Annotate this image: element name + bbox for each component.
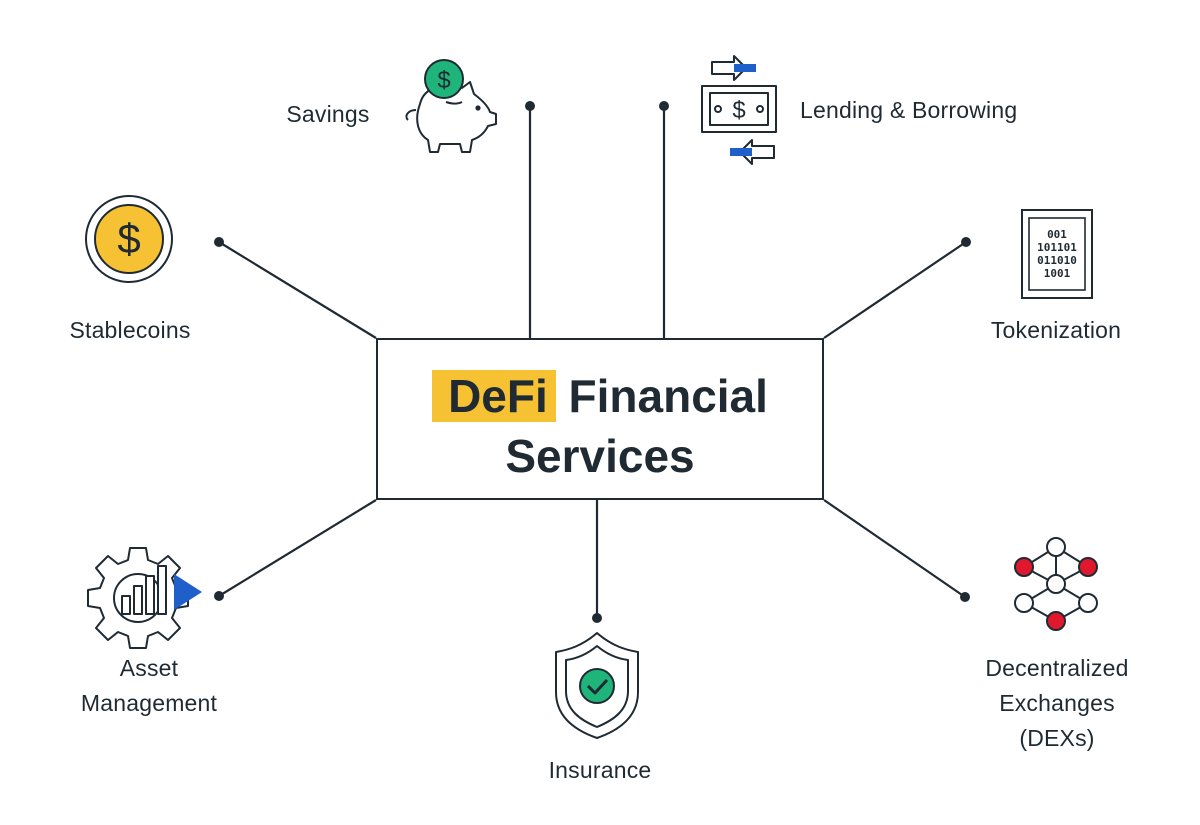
svg-text:101101: 101101 [1037,241,1077,254]
binary-chip-icon: 001 101101 011010 1001 [1021,209,1093,299]
dollar-coin-icon: $ [85,195,173,283]
svg-text:$: $ [437,67,450,94]
banknote-arrows-icon: $ [701,55,777,165]
label-stablecoins: Stablecoins [69,317,191,343]
title-highlight: DeFi [432,370,556,422]
label-asset-management-line1: Asset [119,655,179,681]
shield-check-icon [555,632,639,739]
label-dex-line2: Exchanges [999,690,1115,716]
title-line-1: DeFi Financial [378,368,822,424]
label-dex-line1: Decentralized [985,655,1129,681]
label-lending-borrowing: Lending & Borrowing [800,97,1018,123]
label-tokenization: Tokenization [990,317,1122,343]
label-asset-management-line2: Management [80,690,218,716]
dot-tokenization [961,237,971,247]
connector-dex [823,499,966,598]
dot-stablecoins [214,237,224,247]
label-dex-line3: (DEXs) [1019,725,1095,751]
svg-text:$: $ [117,215,140,262]
dot-asset-management [214,591,224,601]
svg-text:$: $ [732,97,745,124]
connector-tokenization [823,241,967,339]
connector-stablecoins [218,241,377,339]
connector-asset-management [218,499,377,597]
title-line-2: Services [505,430,695,482]
svg-text:011010: 011010 [1037,254,1077,267]
connector-dots [214,101,971,623]
network-nodes-icon [1014,537,1098,631]
label-savings: Savings [286,101,370,127]
dot-insurance [592,613,602,623]
dot-savings [525,101,535,111]
center-title-box: DeFi Financial Services [376,338,824,500]
label-insurance: Insurance [548,757,652,783]
dot-lending [659,101,669,111]
dot-dex [960,592,970,602]
connector-lines [218,106,967,618]
svg-text:1001: 1001 [1044,267,1071,280]
gear-chart-icon [87,547,202,649]
piggy-bank-icon: $ [405,59,497,153]
svg-text:001: 001 [1047,228,1067,241]
title-rest: Financial [568,370,768,422]
